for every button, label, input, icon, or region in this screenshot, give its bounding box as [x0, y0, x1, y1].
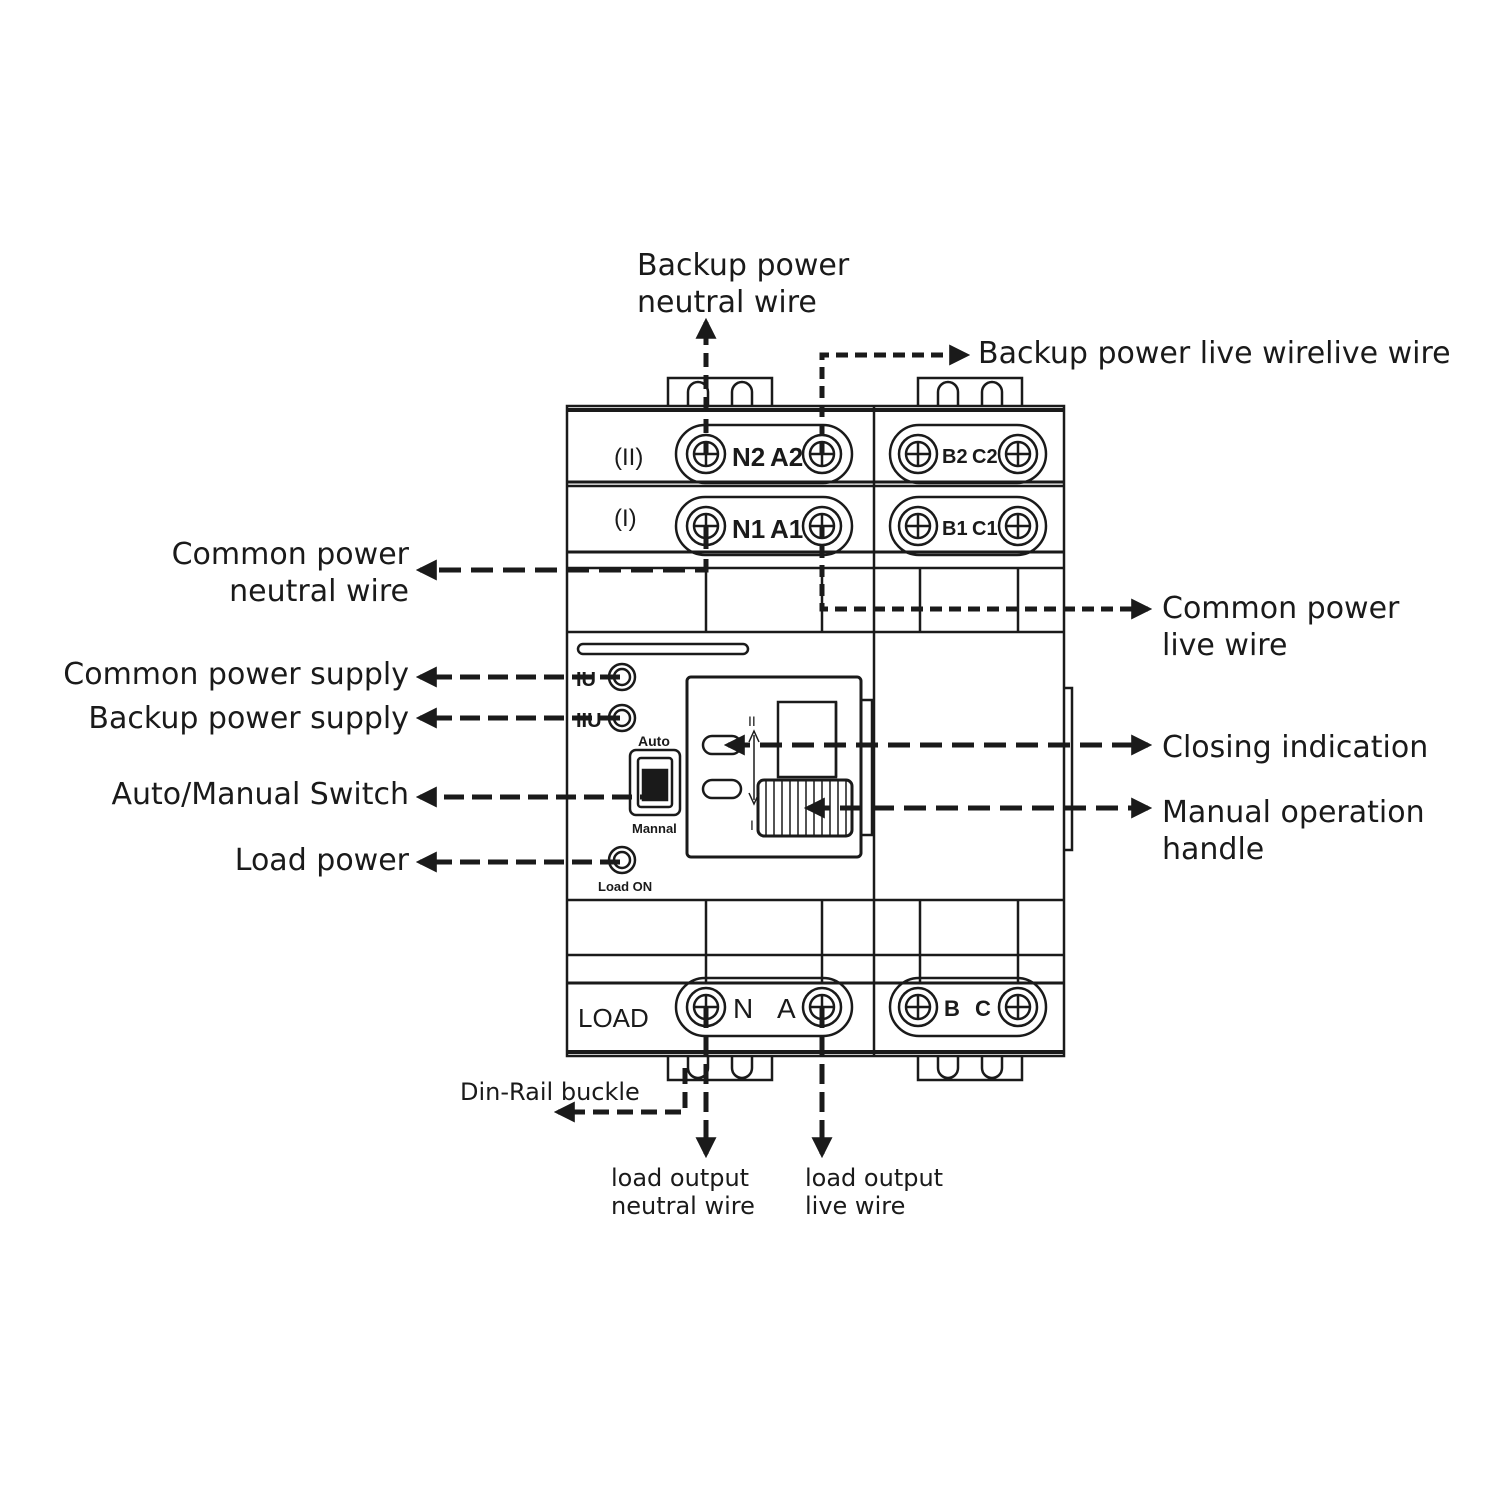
- screw-c1: [997, 505, 1039, 547]
- terminal-label-n1: N1: [732, 514, 765, 544]
- arrow-din-rail: [553, 1068, 688, 1123]
- terminal-label-b2: B2: [942, 446, 968, 468]
- label-auto-manual: Auto/Manual Switch: [111, 777, 410, 812]
- label-load-neutral: load output neutral wire: [611, 1164, 755, 1220]
- terminal-label-n: N: [733, 993, 753, 1024]
- auto-label: Auto: [638, 733, 670, 749]
- row1-tag: (I): [614, 505, 637, 532]
- body-outline: [565, 404, 1066, 1058]
- label-common-live: Common power live wire: [1162, 591, 1400, 663]
- top-clip-right: [916, 376, 1024, 406]
- auto-manual-switch: [628, 748, 682, 817]
- manual-label: Mannal: [632, 821, 677, 836]
- arrow-common-live: [819, 527, 1153, 620]
- terminal-frame-n-a: [674, 976, 854, 1038]
- led-label-iiu: IIU: [576, 710, 602, 732]
- terminal-label-b: B: [944, 996, 960, 1021]
- top-clip-left: [666, 376, 774, 406]
- label-closing-indication: Closing indication: [1162, 730, 1429, 765]
- arrow-common-neutral: [415, 527, 709, 581]
- terminal-frame-n1-a1: [674, 495, 854, 557]
- terminal-label-c1: C1: [972, 518, 998, 540]
- screw-c2: [997, 433, 1039, 475]
- handle-slot: [776, 700, 838, 779]
- arrow-backup-live: [819, 344, 971, 455]
- terminal-label-a2: A2: [770, 442, 803, 472]
- bottom-clip-right: [916, 1056, 1024, 1082]
- indicator-window-1: [701, 778, 743, 800]
- callout-arrows: [415, 317, 1153, 1159]
- terminal-label-a1: A1: [770, 514, 803, 544]
- label-backup-live: Backup power live wirelive wire: [978, 336, 1451, 371]
- load-on-label: Load ON: [598, 879, 652, 894]
- terminal-frame-b2-c2: [888, 423, 1048, 485]
- label-din-rail: Din-Rail buckle: [460, 1078, 640, 1106]
- screw-b: [897, 986, 939, 1028]
- label-backup-neutral: Backup power neutral wire: [637, 248, 850, 320]
- label-common-neutral: Common power neutral wire: [171, 537, 409, 609]
- led-label-iu: IU: [576, 669, 596, 691]
- terminal-label-c: C: [975, 996, 991, 1021]
- device-markings: (II) (I) N2 A2 B2 C2 N1 A1 B1 C1 LOAD N …: [576, 442, 998, 1033]
- screw-c: [997, 986, 1039, 1028]
- label-load-live: load output live wire: [805, 1164, 944, 1220]
- position-label-1: I: [750, 817, 754, 833]
- terminal-label-n2: N2: [732, 442, 765, 472]
- indicator-strip: [576, 642, 750, 656]
- terminal-label-b1: B1: [942, 518, 968, 540]
- terminal-label-a: A: [777, 993, 796, 1024]
- terminal-frame-b-c: [888, 976, 1048, 1038]
- label-common-supply: Common power supply: [63, 657, 409, 692]
- load-tag: LOAD: [578, 1003, 649, 1033]
- row2-tag: (II): [614, 444, 643, 471]
- screw-b1: [897, 505, 939, 547]
- handle-window: [685, 675, 863, 859]
- screw-b2: [897, 433, 939, 475]
- screw-a1: [801, 505, 843, 547]
- terminal-frame-b1-c1: [888, 495, 1048, 557]
- position-label-2: II: [748, 713, 756, 729]
- label-load-power: Load power: [234, 843, 409, 878]
- terminal-frame-n2-a2: [674, 423, 854, 485]
- manual-handle-knob: [756, 778, 854, 838]
- terminal-label-c2: C2: [972, 446, 998, 468]
- label-manual-handle: Manual operation handle: [1162, 795, 1425, 867]
- switch-body: [565, 376, 1074, 1082]
- label-backup-supply: Backup power supply: [88, 701, 409, 736]
